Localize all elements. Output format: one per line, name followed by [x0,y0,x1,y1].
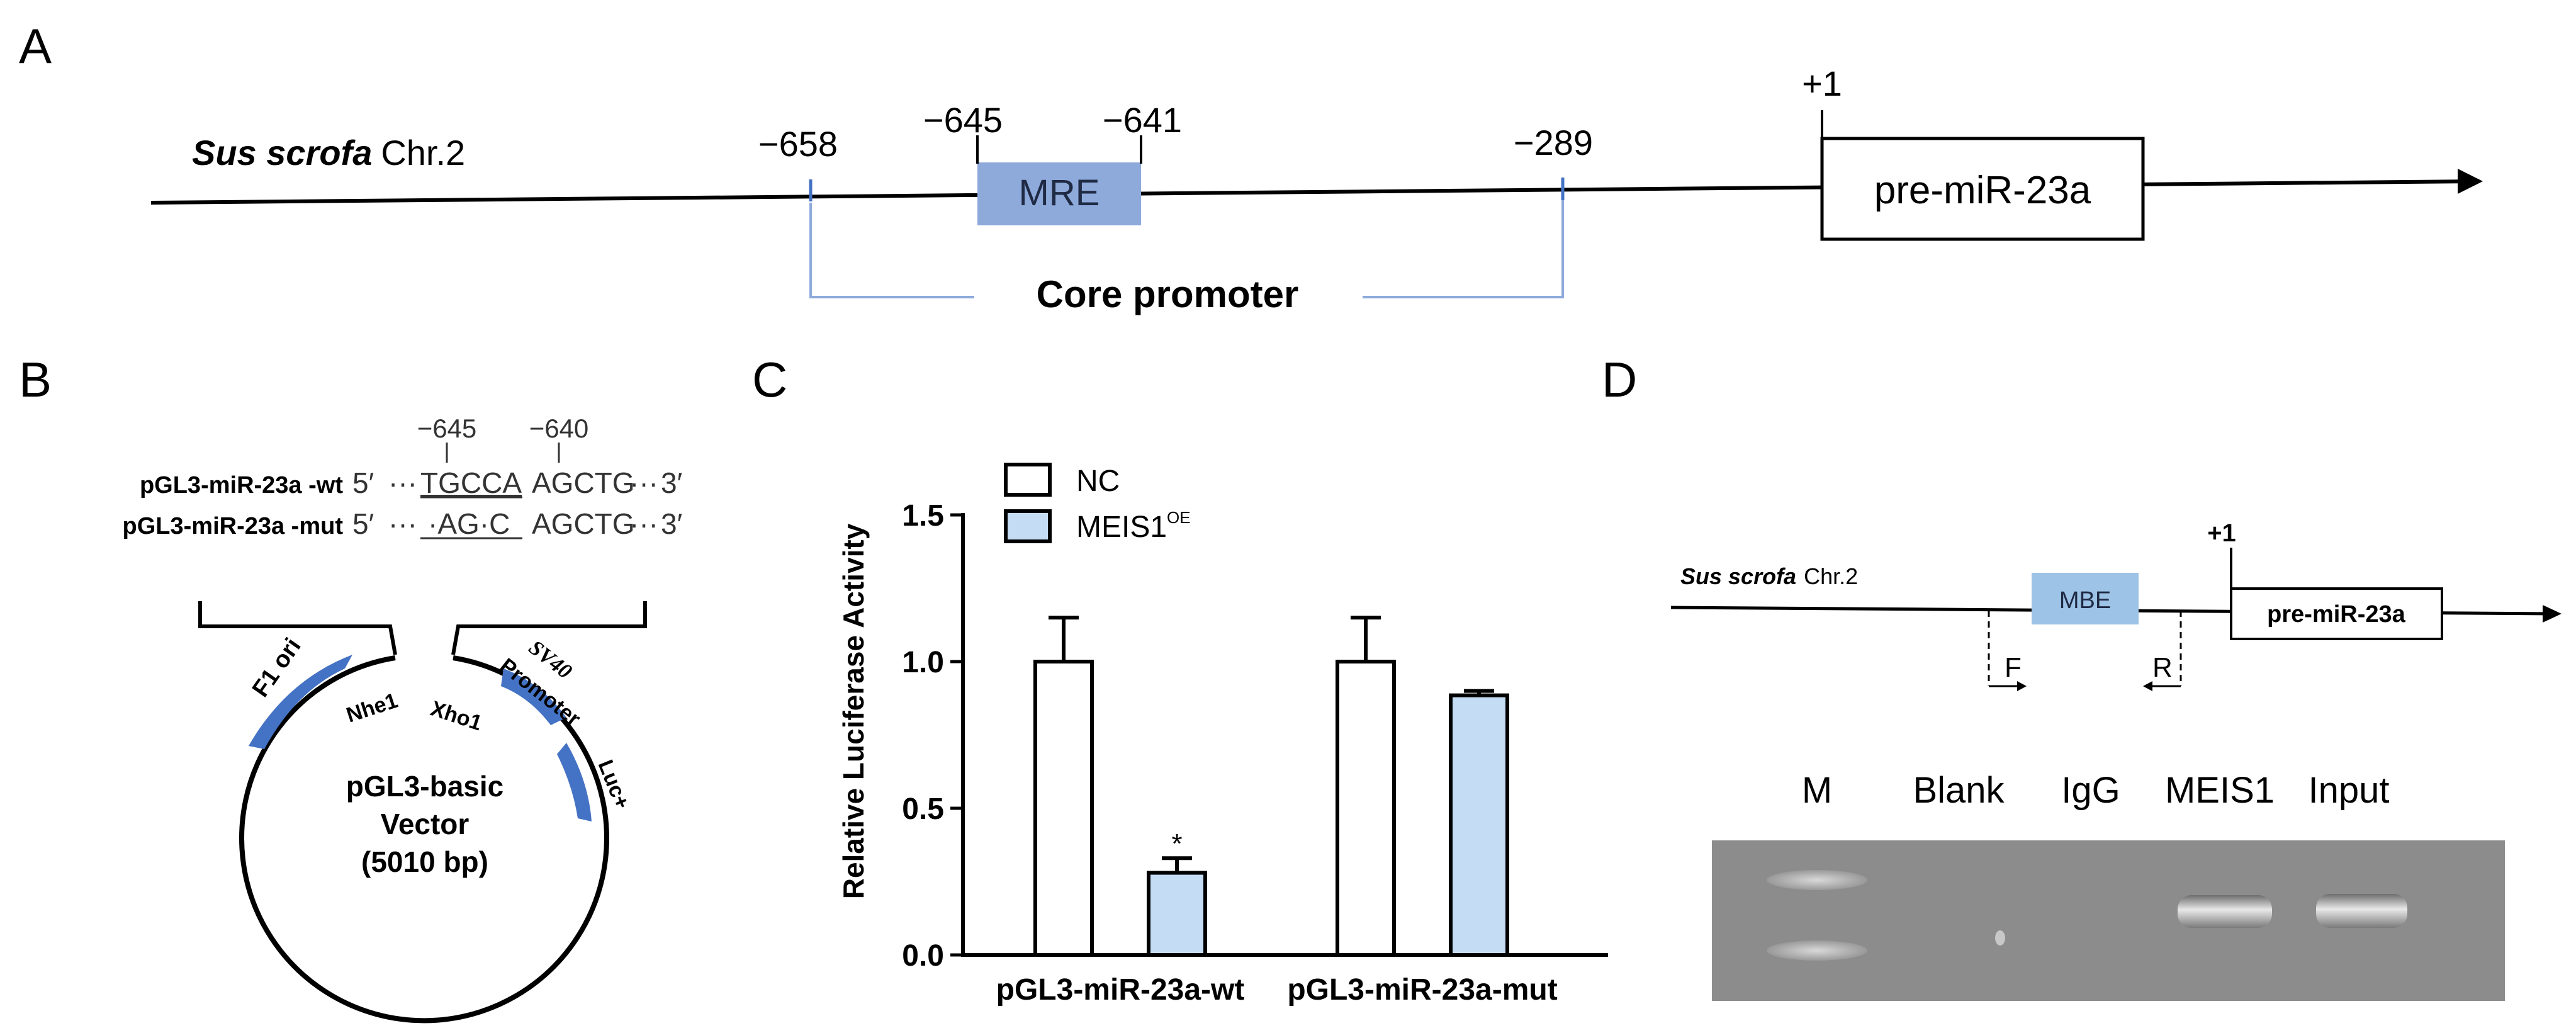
pos-641-label: −641 [1103,100,1182,140]
wt-construct-name: pGL3-miR-23a -wt [140,472,343,499]
wt-dots-left: ··· [388,466,417,499]
species-label-d: Sus scrofa Chr.2 [1680,563,1858,589]
primer-r-head [2143,681,2152,691]
mut-site-seq: ·AG·C [428,507,510,540]
primer-f-head [2017,681,2027,691]
wt-site-seq: TGCCA [420,466,522,499]
wt-three-prime: 3′ [661,466,682,499]
mbe-box [2032,573,2139,624]
mbe-label: MBE [2059,587,2111,614]
marker-band-upper [1767,870,1867,890]
legend-label-meis1: MEIS1OE [1076,508,1191,544]
chromosome-arrowhead-d [2543,605,2562,623]
marker-band-lower [1767,940,1867,961]
mut-construct-name: pGL3-miR-23a -mut [123,513,344,539]
meis1-band [2178,895,2272,928]
chromosome-label-d: Chr.2 [1804,563,1858,589]
gene-label-a: pre-miR-23a [1874,169,2091,212]
input-band [2316,894,2407,928]
pos-658-label: −658 [758,124,838,164]
gene-box-d [2230,587,2443,640]
wt-rest-seq: AGCTG [532,466,635,499]
chromosome-label: Chr.2 [381,133,465,172]
primer-f-label: F [2005,652,2022,683]
pos-640-b: −640 [529,414,589,443]
tss-label-d: +1 [2207,519,2236,547]
tss-label-a: +1 [1802,64,1842,103]
pos-645-b: −645 [417,414,477,443]
luc-arrow [557,743,592,821]
panel-label-c: C [752,352,787,407]
mut-rest-seq: AGCTG [532,507,635,540]
species-name-d: Sus scrofa [1680,563,1796,589]
legend-label-nc: NC [1076,465,1120,498]
lane-label-blank: Blank [1913,770,2005,811]
core-promoter-label: Core promoter [1037,273,1299,315]
lane-label-m: M [1802,770,1832,811]
species-name: Sus scrofa [192,133,372,172]
legend-meis1-sup: OE [1167,508,1191,527]
x-tick-label: pGL3-miR-23a-wt [996,973,1245,1007]
sv40-promoter-arrow [501,669,566,725]
legend-swatch-meis1 [1004,509,1052,543]
mut-five-prime: 5′ [352,507,374,540]
y-tick-label: 0.5 [902,793,944,826]
chromosome-arrowhead-a [2458,169,2483,194]
vector-name-line2: Vector [381,808,470,840]
significance-marker: * [1171,828,1182,859]
gel-speck [1995,930,2005,946]
wt-dots-right: ··· [629,466,658,499]
bar-nc [1336,660,1396,957]
panel-c: C NC MEIS1OE Relative Luciferase Activit… [752,352,1608,1007]
vector-size: (5010 bp) [361,845,488,878]
mre-box [977,162,1141,225]
panel-d: D Sus scrofa Chr.2 MBE +1 pre-miR-23a F R… [1602,352,2562,1001]
y-axis-label: Relative Luciferase Activity [837,523,870,899]
bar-meis1 [1449,693,1509,957]
lane-label-meis1: MEIS1 [2165,770,2275,811]
pos-645-label: −645 [923,100,1003,140]
legend-swatch-nc [1004,463,1052,497]
legend-meis1-name: MEIS1 [1076,511,1167,544]
vector-name-line1: pGL3-basic [346,770,504,803]
f1-ori-arrow [249,655,352,749]
bar-meis1 [1147,871,1207,957]
x-tick-label: pGL3-miR-23a-mut [1287,973,1557,1007]
plasmid-circle [239,655,609,1024]
gene-label-d: pre-miR-23a [2267,601,2405,628]
bar-nc [1033,660,1094,957]
panel-label-b: B [19,352,52,407]
primer-r-label: R [2152,652,2173,683]
mre-label: MRE [1019,172,1100,213]
mut-dots-left: ··· [388,507,417,540]
lane-label-igg: IgG [2061,770,2120,811]
y-tick-label: 1.0 [902,646,944,679]
core-promoter-bracket-right [1363,200,1564,298]
chart-area: 0.0 0.5 1.0 1.5 pGL3-miR-23a-wt pGL3-miR-23a-… [902,499,1608,1007]
lane-label-input: Input [2309,770,2390,811]
mut-dots-right: ··· [629,507,658,540]
nhe1-label: Nhe1 [344,689,401,728]
insertion-bracket [198,601,647,655]
panel-label-a: A [19,18,52,74]
xho1-label: Xho1 [428,696,485,735]
core-promoter-bracket-left [809,203,974,298]
y-tick-label: 0.0 [902,939,944,973]
mut-three-prime: 3′ [661,507,682,540]
pos-289-label: −289 [1514,123,1593,162]
panel-b: B −645 −640 pGL3-miR-23a -wt 5′ ··· TGCC… [19,352,682,1024]
y-tick-label: 1.5 [902,499,944,533]
wt-five-prime: 5′ [352,466,374,499]
gene-box-a [1820,137,2145,241]
panel-label-d: D [1602,352,1637,407]
